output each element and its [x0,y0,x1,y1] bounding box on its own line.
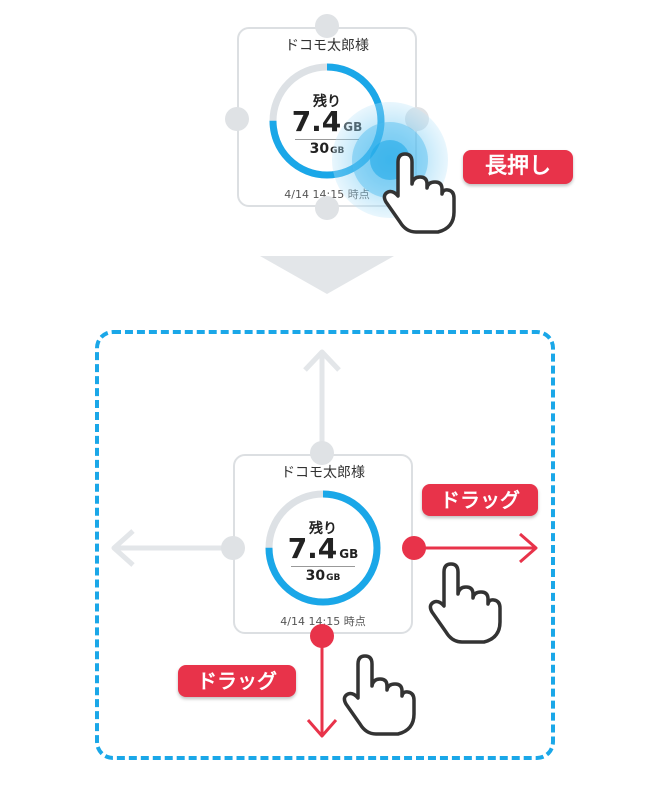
value-divider [291,566,355,567]
resize-handle-left[interactable] [221,536,245,560]
remaining-label: 残り [313,94,341,110]
total-value: 30GB [305,568,341,584]
resize-handle-left[interactable] [225,107,249,131]
drag-right-label: ドラッグ [422,484,538,516]
resize-handle-bottom[interactable] [315,196,339,220]
long-press-label: 長押し [463,150,573,184]
remaining-label: 残り [309,521,337,537]
resize-handle-right-active[interactable] [402,536,426,560]
drag-area [95,330,555,760]
hand-pointer-icon [382,152,456,234]
widget-bottom-ring [265,490,381,606]
drag-down-label: ドラッグ [178,665,296,697]
transition-arrow [260,256,394,294]
ring-progress [265,490,381,606]
hand-pointer-icon [428,562,502,644]
widget-bottom-title: ドコモ太郎様 [281,465,365,481]
value-divider [295,139,359,140]
widget-top-title: ドコモ太郎様 [285,38,369,54]
resize-handle-bottom-active[interactable] [310,624,334,648]
resize-handle-top[interactable] [310,441,334,465]
updated-time: 4/14 14:15 時点 [280,615,366,628]
resize-handle-top[interactable] [315,14,339,38]
hand-pointer-icon [342,654,416,736]
